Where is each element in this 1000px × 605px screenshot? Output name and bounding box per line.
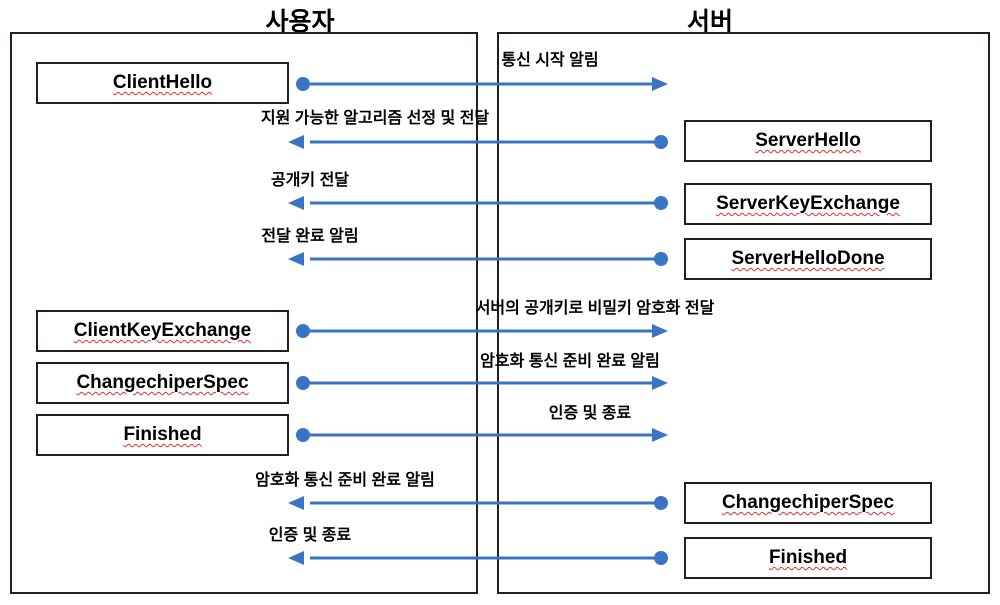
flow-label-5: 서버의 공개키로 비밀키 암호화 전달: [475, 300, 715, 317]
flow-label-8: 암호화 통신 준비 완료 알림: [255, 472, 435, 489]
message-box-finished-client: Finished: [36, 414, 289, 456]
message-box-clientkeyexchange: ClientKeyExchange: [36, 310, 289, 352]
message-box-label: Finished: [123, 424, 202, 445]
flow-label-4: 전달 완료 알림: [261, 228, 359, 245]
flow-arrow-6: [296, 374, 668, 392]
flow-label-6: 암호화 통신 준비 완료 알림: [480, 353, 660, 370]
message-box-finished-server: Finished: [684, 537, 932, 579]
message-box-serverkeyexchange: ServerKeyExchange: [684, 183, 932, 225]
message-box-label: ServerHelloDone: [731, 248, 885, 269]
message-box-serverhellodone: ServerHelloDone: [684, 238, 932, 280]
message-box-changechiperspec-server: ChangechiperSpec: [684, 482, 932, 524]
message-box-label: ClientHello: [112, 72, 213, 93]
flow-arrow-8: [288, 494, 668, 512]
message-box-serverhello: ServerHello: [684, 120, 932, 162]
message-box-clienthello: ClientHello: [36, 62, 289, 104]
flow-arrow-3: [288, 194, 668, 212]
message-box-label: ChangechiperSpec: [76, 372, 249, 393]
lane-server: [497, 32, 990, 594]
flow-label-3: 공개키 전달: [270, 172, 350, 189]
message-box-changechiperspec-client: ChangechiperSpec: [36, 362, 289, 404]
message-box-label: ServerHello: [755, 130, 861, 151]
flow-arrow-4: [288, 250, 668, 268]
message-box-label: Finished: [768, 547, 848, 568]
lane-client: [10, 32, 478, 594]
flow-arrow-7: [296, 426, 668, 444]
flow-arrow-5: [296, 322, 668, 340]
message-box-label: ChangechiperSpec: [721, 492, 895, 513]
message-box-label: ServerKeyExchange: [716, 193, 900, 214]
flow-label-9: 인증 및 종료: [268, 527, 352, 544]
flow-arrow-9: [288, 549, 668, 567]
column-title-client: 사용자: [265, 8, 335, 36]
column-title-server: 서버: [686, 8, 733, 36]
flow-label-7: 인증 및 종료: [548, 405, 632, 422]
flow-label-1: 통신 시작 알림: [501, 52, 599, 69]
flow-arrow-2: [288, 133, 668, 151]
message-box-label: ClientKeyExchange: [73, 320, 252, 341]
flow-arrow-1: [296, 75, 668, 93]
flow-label-2: 지원 가능한 알고리즘 선정 및 전달: [260, 110, 490, 127]
